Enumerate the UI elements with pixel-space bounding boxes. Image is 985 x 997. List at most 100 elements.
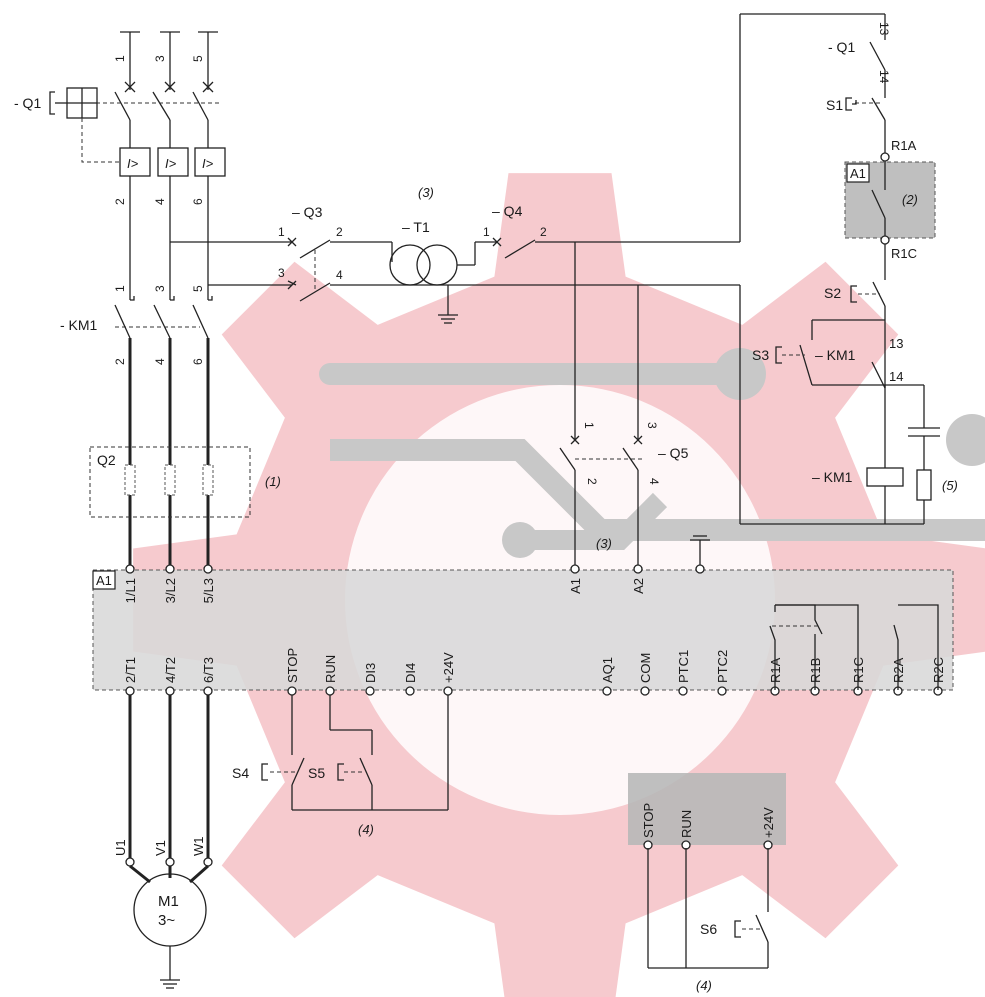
s6-label: S6 [700, 921, 717, 937]
s4-label: S4 [232, 765, 249, 781]
input-terminal-2 [165, 564, 175, 574]
pin-q5-2: 2 [585, 478, 599, 485]
output-terminal-label: RUN [323, 655, 338, 683]
km1-contactor [89, 296, 251, 568]
pin-q3-4: 4 [336, 268, 343, 282]
output-terminal-label: DI4 [403, 663, 418, 683]
note-4-left: (4) [358, 822, 374, 837]
pin-q5-3: 3 [645, 422, 659, 429]
output-terminal-label: DI3 [363, 663, 378, 683]
remote-terminal-3 [763, 840, 773, 850]
output-terminal-9 [602, 686, 612, 696]
supply-lines: I> I> I> [49, 31, 226, 300]
q3-label: – Q3 [292, 204, 323, 220]
output-terminal-label: PTC1 [676, 650, 691, 683]
circuit-band-lower-end [946, 414, 985, 466]
a1-top-label: A1 [850, 166, 866, 181]
pin-q3-3: 3 [278, 266, 285, 280]
motor-terminals: U1 V1 W1 [113, 837, 206, 857]
remote-terminal-1 [643, 840, 653, 850]
start-stop-wiring [261, 695, 449, 811]
s1-label: S1 [826, 97, 843, 113]
pin-aux-13-mid: 13 [889, 336, 903, 351]
s5-label: S5 [308, 765, 325, 781]
output-terminal-label: AQ1 [600, 657, 615, 683]
pin-km1-5: 5 [191, 285, 205, 292]
q4-label: – Q4 [492, 203, 523, 219]
note-3-mid: (3) [596, 536, 612, 551]
output-terminal-10 [640, 686, 650, 696]
input-terminal-3 [203, 564, 213, 574]
pin-q5-1: 1 [582, 422, 596, 429]
bottom-terminals: 2/T1 4/T2 6/T3 STOP RUN DI3 DI4 +24V AQ1 COM PTC1 P… [123, 648, 946, 696]
pin-q4-2: 2 [540, 225, 547, 239]
note-4-right: (4) [696, 978, 712, 993]
output-terminal-label: 2/T1 [123, 657, 138, 683]
output-terminal-12 [717, 686, 727, 696]
remote-terminal-label: +24V [761, 807, 776, 838]
remote-terminal-2 [681, 840, 691, 850]
input-terminal-label: 3/L2 [163, 578, 178, 603]
motor-phase: 3~ [158, 912, 175, 929]
pin-km1-4: 4 [153, 358, 167, 365]
pin-km1-2: 2 [113, 358, 127, 365]
ground-terminal [695, 564, 705, 574]
note-3-top: (3) [418, 185, 434, 200]
pin-top-1: 1 [113, 55, 127, 62]
pin-q4-1: 1 [483, 225, 490, 239]
s2-label: S2 [824, 285, 841, 301]
motor-terminal-label: V1 [153, 840, 168, 856]
pin-q1-4: 4 [153, 198, 167, 205]
q1-aux-label: - Q1 [828, 39, 855, 55]
r1a-top-label: R1A [891, 138, 917, 153]
output-terminal-1 [125, 686, 135, 696]
output-terminal-3 [203, 686, 213, 696]
output-terminal-label: PTC2 [715, 650, 730, 683]
remote-wiring [647, 848, 769, 969]
output-terminal-2 [165, 686, 175, 696]
km1-main-label: - KM1 [60, 317, 98, 333]
output-terminal-6 [365, 686, 375, 696]
q1-breaker-label: - Q1 [14, 95, 41, 111]
svg-text:I>: I> [165, 156, 177, 171]
note-5: (5) [942, 478, 958, 493]
motor-name: M1 [158, 893, 179, 910]
output-terminal-label: +24V [441, 652, 456, 683]
control-circuit-right [660, 14, 940, 525]
control-terminal-label: A1 [568, 578, 583, 594]
note-1: (1) [265, 474, 281, 489]
motor-terminal-label: W1 [191, 837, 206, 857]
pin-q5-4: 4 [647, 478, 661, 485]
circuit-band-middle-end [502, 522, 538, 558]
remote-terminal-label: STOP [641, 803, 656, 838]
control-terminal-1 [570, 564, 580, 574]
output-terminal-8 [443, 686, 453, 696]
input-terminal-label: 1/L1 [123, 578, 138, 603]
motor-terminal-label: U1 [113, 839, 128, 856]
output-terminal-label: 4/T2 [163, 657, 178, 683]
km1-coil-label: – KM1 [812, 469, 853, 485]
control-supply [170, 13, 885, 568]
t1-label: – T1 [402, 219, 430, 235]
pin-km1-6: 6 [191, 358, 205, 365]
control-terminal-2 [633, 564, 643, 574]
output-terminal-label: STOP [285, 648, 300, 683]
motor-branch [125, 695, 213, 989]
r1c-top-label: R1C [891, 246, 917, 261]
output-terminal-label: 6/T3 [201, 657, 216, 683]
watermark-circuit-bands [319, 348, 985, 558]
pin-q1-2: 2 [113, 198, 127, 205]
svg-text:I>: I> [127, 156, 139, 171]
q2-fuse-label: Q2 [97, 452, 116, 468]
svg-text:I>: I> [202, 156, 214, 171]
note-2: (2) [902, 192, 918, 207]
pin-aux-13-top: 13 [877, 22, 891, 36]
output-terminal-label: COM [638, 653, 653, 683]
output-terminal-4 [287, 686, 297, 696]
km1-aux-label: – KM1 [815, 347, 856, 363]
input-terminal-1 [125, 564, 135, 574]
input-terminal-label: 5/L3 [201, 578, 216, 603]
